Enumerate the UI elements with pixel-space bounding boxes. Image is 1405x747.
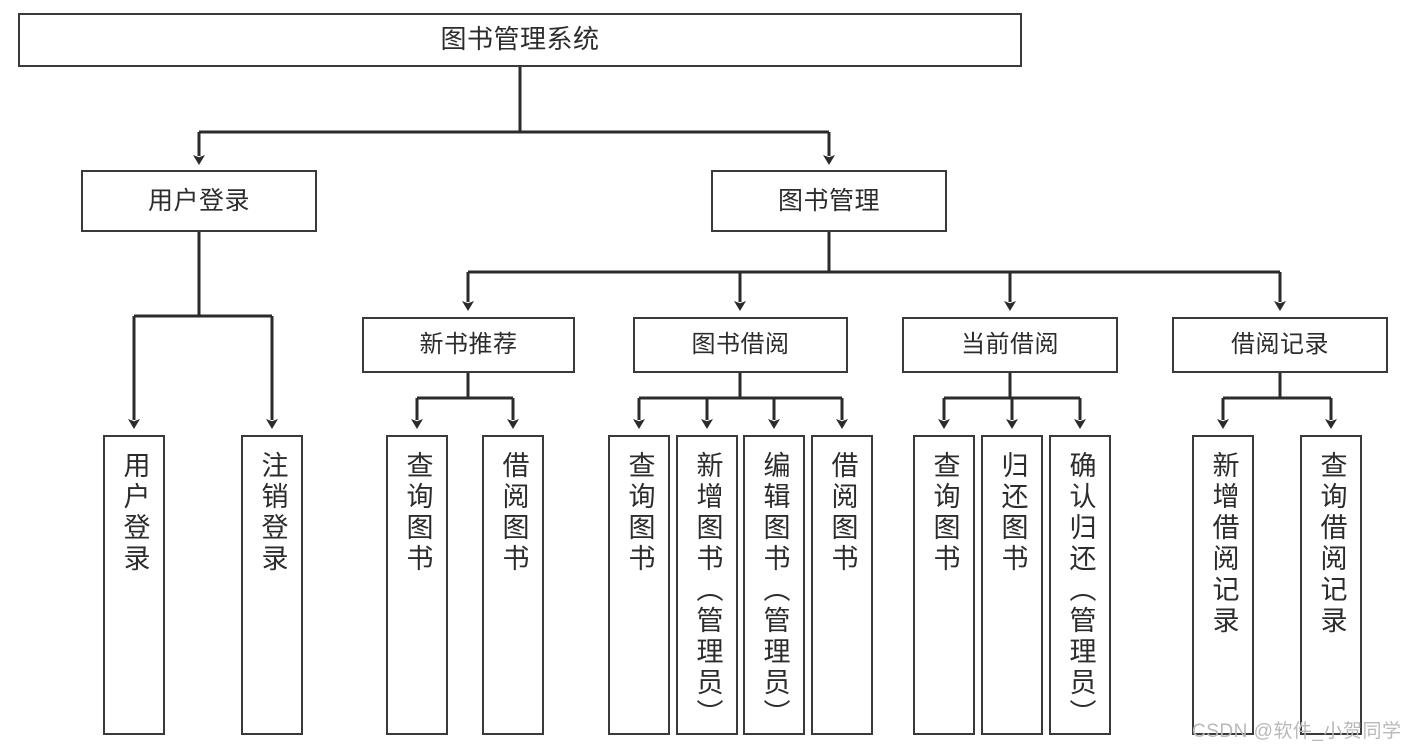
leaf-query-book-recommend[interactable]: 查询图书 — [386, 435, 448, 735]
node-label: 新增图书（管理员） — [692, 451, 723, 730]
node-label: 图书借阅 — [691, 330, 790, 358]
node-label: 借阅记录 — [1231, 330, 1329, 358]
node-user-login[interactable]: 用户登录 — [81, 170, 317, 232]
node-label: 用户登录 — [119, 451, 150, 575]
node-label: 用户登录 — [147, 187, 250, 215]
leaf-query-book-current[interactable]: 查询图书 — [913, 435, 975, 735]
node-label: 图书管理系统 — [440, 24, 600, 55]
node-label: 图书管理 — [777, 187, 880, 215]
leaf-query-book-borrow[interactable]: 查询图书 — [608, 435, 670, 735]
leaf-user-logout[interactable]: 注销登录 — [241, 435, 303, 735]
leaf-add-book-admin[interactable]: 新增图书（管理员） — [676, 435, 738, 735]
node-label: 注销登录 — [257, 451, 288, 575]
node-label: 新增借阅记录 — [1208, 451, 1239, 637]
node-label: 查询借阅记录 — [1316, 451, 1347, 637]
node-label: 查询图书 — [624, 451, 655, 575]
leaf-user-login[interactable]: 用户登录 — [103, 435, 165, 735]
node-book-management[interactable]: 图书管理 — [711, 170, 947, 232]
node-label: 编辑图书（管理员） — [759, 451, 790, 730]
node-label: 借阅图书 — [827, 451, 858, 575]
node-label: 查询图书 — [929, 451, 960, 575]
node-label: 查询图书 — [402, 451, 433, 575]
leaf-query-borrow-record[interactable]: 查询借阅记录 — [1300, 435, 1362, 735]
node-label: 确认归还（管理员） — [1065, 451, 1096, 730]
leaf-confirm-return-admin[interactable]: 确认归还（管理员） — [1049, 435, 1111, 735]
leaf-borrow-book-recommend[interactable]: 借阅图书 — [482, 435, 544, 735]
node-label: 当前借阅 — [961, 330, 1059, 358]
node-book-borrow[interactable]: 图书借阅 — [633, 317, 848, 373]
leaf-borrow-book[interactable]: 借阅图书 — [811, 435, 873, 735]
node-label: 归还图书 — [997, 451, 1028, 575]
leaf-add-borrow-record[interactable]: 新增借阅记录 — [1192, 435, 1254, 735]
node-label: 新书推荐 — [419, 330, 518, 358]
node-label: 借阅图书 — [498, 451, 529, 575]
node-current-borrow[interactable]: 当前借阅 — [902, 317, 1118, 373]
node-borrow-record[interactable]: 借阅记录 — [1172, 317, 1388, 373]
leaf-edit-book-admin[interactable]: 编辑图书（管理员） — [743, 435, 805, 735]
node-new-book-recommend[interactable]: 新书推荐 — [362, 317, 575, 373]
node-root-system[interactable]: 图书管理系统 — [18, 13, 1022, 67]
csdn-watermark: CSDN @软件_小贺同学 — [1192, 721, 1402, 742]
leaf-return-book[interactable]: 归还图书 — [981, 435, 1043, 735]
